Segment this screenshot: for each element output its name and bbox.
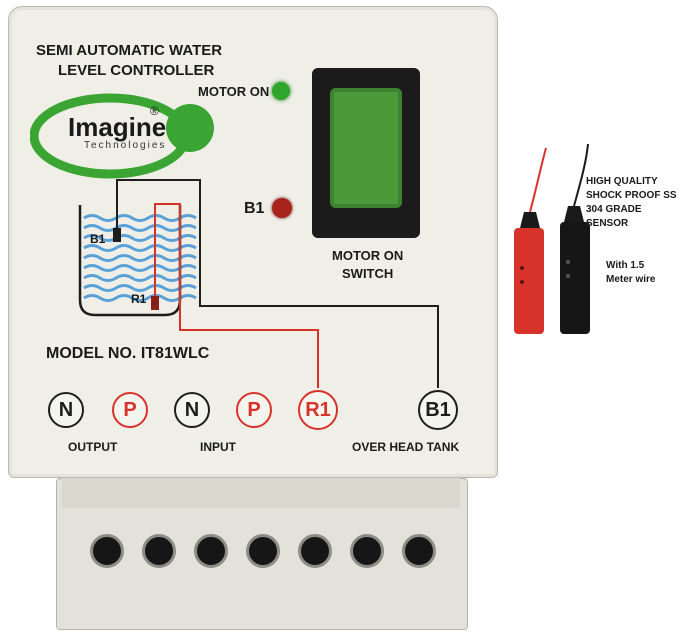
r1-terminal: R1 [298, 390, 338, 430]
sensor-note-line3: 304 GRADE [586, 204, 642, 215]
terminal-screw-3 [194, 534, 228, 568]
wire-length-line2: Meter wire [606, 274, 656, 285]
logo-subtitle: Technologies [84, 140, 167, 151]
terminal-screw-7 [402, 534, 436, 568]
switch-label-line2: SWITCH [342, 266, 394, 281]
terminal-screw-4 [246, 534, 280, 568]
base-ridge [62, 478, 460, 508]
sensor-probes [514, 143, 590, 334]
input-p-terminal: P [236, 392, 272, 428]
logo-brand: Imagine [68, 112, 167, 142]
imagine-logo [30, 93, 214, 179]
motor-on-led [272, 82, 290, 100]
b1-terminal: B1 [418, 390, 458, 430]
sensor-note-line1: HIGH QUALITY [586, 176, 658, 187]
input-label: INPUT [200, 440, 236, 454]
output-n-terminal: N [48, 392, 84, 428]
tank-b1-label: B1 [90, 232, 106, 246]
output-p-terminal: P [112, 392, 148, 428]
tank-r1-label: R1 [131, 292, 147, 306]
device-title-line2: LEVEL CONTROLLER [58, 62, 215, 79]
output-label: OUTPUT [68, 440, 118, 454]
over-head-tank-label: OVER HEAD TANK [352, 440, 460, 454]
sensor-note-line2: SHOCK PROOF SS [586, 190, 677, 201]
logo-registered-mark: ® [150, 104, 159, 118]
device-title-line1: SEMI AUTOMATIC WATER [36, 42, 223, 59]
wire-length-line1: With 1.5 [606, 260, 645, 271]
b1-led [272, 198, 292, 218]
terminal-screw-6 [350, 534, 384, 568]
switch-label-line1: MOTOR ON [332, 248, 404, 263]
motor-on-switch[interactable] [330, 88, 402, 208]
motor-on-label: MOTOR ON [198, 84, 270, 99]
input-n-terminal: N [174, 392, 210, 428]
terminal-screw-2 [142, 534, 176, 568]
terminal-screw-1 [90, 534, 124, 568]
terminal-screw-5 [298, 534, 332, 568]
model-number: MODEL NO. IT81WLC [46, 345, 210, 362]
sensor-note-line4: SENSOR [586, 218, 629, 229]
b1-led-label: B1 [244, 200, 265, 217]
